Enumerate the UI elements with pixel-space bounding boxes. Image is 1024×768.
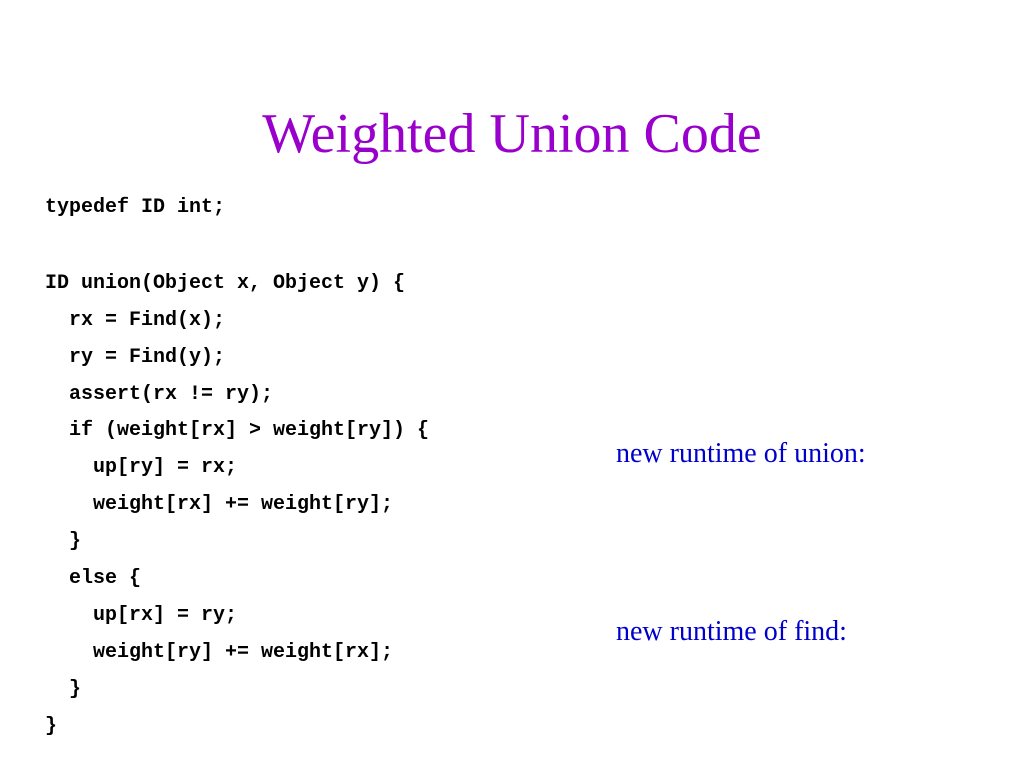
code-line: rx = Find(x); bbox=[45, 309, 226, 332]
code-line: } bbox=[45, 530, 82, 553]
code-line: ID union(Object x, Object y) { bbox=[45, 272, 406, 295]
code-line: assert(rx != ry); bbox=[45, 383, 274, 406]
code-line: ry = Find(y); bbox=[45, 346, 226, 369]
code-line: if (weight[rx] > weight[ry]) { bbox=[45, 419, 430, 442]
code-line: } bbox=[45, 678, 82, 701]
note-union-runtime: new runtime of union: bbox=[616, 438, 866, 469]
code-line: typedef ID int; bbox=[45, 196, 226, 219]
code-line: up[rx] = ry; bbox=[45, 604, 238, 627]
code-line: else { bbox=[45, 567, 142, 590]
slide-title: Weighted Union Code bbox=[262, 103, 762, 165]
code-line: } bbox=[45, 715, 58, 738]
code-line: weight[ry] += weight[rx]; bbox=[45, 641, 394, 664]
code-line: up[ry] = rx; bbox=[45, 456, 238, 479]
code-line: weight[rx] += weight[ry]; bbox=[45, 493, 394, 516]
note-find-runtime: new runtime of find: bbox=[616, 616, 847, 647]
